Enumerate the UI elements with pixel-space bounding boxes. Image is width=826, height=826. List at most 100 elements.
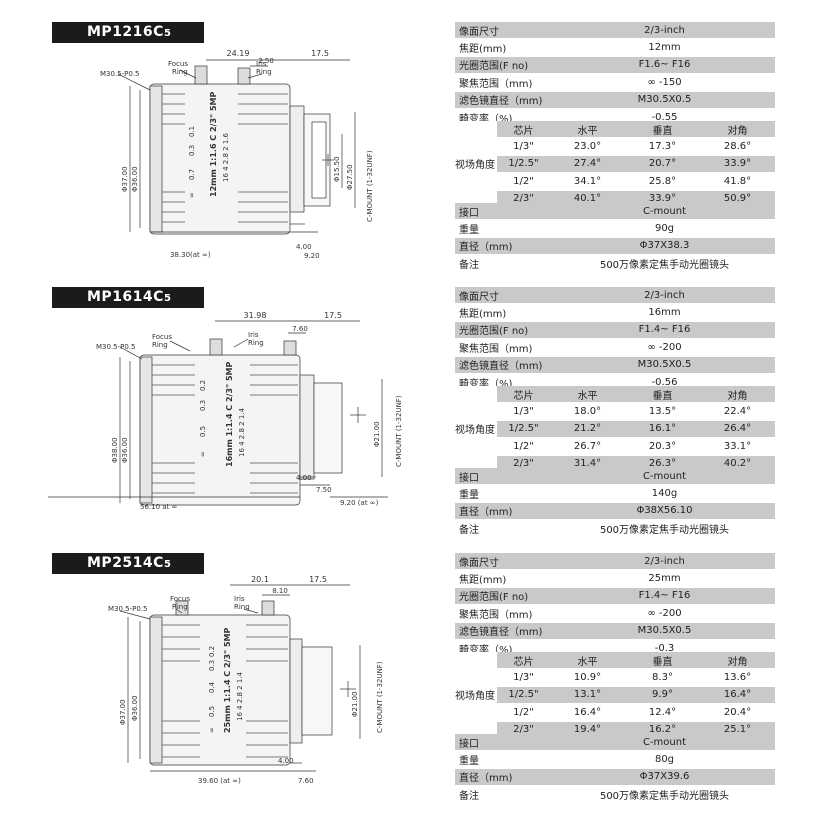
iris-ring-label-2: Ring bbox=[234, 603, 250, 611]
dim-top2: 8.10 bbox=[272, 587, 288, 595]
model-title: MP1216C5 bbox=[52, 22, 204, 43]
ring-mark-5: ∞ bbox=[208, 727, 216, 733]
dia-outer: Φ38.00 bbox=[111, 437, 119, 463]
spec-value: 500万像素定焦手动光圈镜头 bbox=[554, 254, 775, 273]
spec-key: 滤色镜直径（mm) bbox=[455, 91, 554, 109]
fov-h: 21.2° bbox=[550, 420, 625, 439]
spec-value: Φ38X56.10 bbox=[554, 502, 775, 521]
spec-key: 焦距(mm) bbox=[455, 38, 554, 57]
dia-flange: Φ15.50 bbox=[333, 156, 341, 182]
spec-value: 90g bbox=[554, 219, 775, 238]
fov-h: 27.4° bbox=[550, 155, 625, 174]
iris-ring-label-2: Ring bbox=[256, 68, 272, 76]
lens-section-2: MP1614C5 bbox=[0, 287, 826, 538]
dim-length: 38.30(at ∞) bbox=[170, 251, 211, 259]
fov-d: 28.6° bbox=[700, 137, 775, 156]
barrel-text-1: 12mm 1:1.6 C 2/3" 5MP bbox=[209, 91, 218, 197]
spec-key: 备注 bbox=[455, 254, 554, 273]
spec-key: 滤色镜直径（mm) bbox=[455, 356, 554, 374]
dim-top3: 17.5 bbox=[309, 575, 327, 584]
fov-label: 视场角度 bbox=[455, 386, 497, 473]
fov-h: 18.0° bbox=[550, 402, 625, 421]
fov-chip: 1/3" bbox=[497, 402, 550, 421]
fov-d: 33.1° bbox=[700, 437, 775, 456]
fov-h: 10.9° bbox=[550, 668, 625, 687]
spec-value: F1.4~ F16 bbox=[554, 587, 775, 606]
spec-value: 500万像素定焦手动光圈镜头 bbox=[554, 519, 775, 538]
spec-key: 接口 bbox=[455, 734, 554, 752]
focus-ring-label-2: Ring bbox=[152, 341, 168, 349]
focus-ring-label-1: Focus bbox=[152, 333, 172, 341]
fov-h: 26.7° bbox=[550, 437, 625, 456]
fov-head-v: 垂直 bbox=[625, 386, 700, 404]
barrel-text-2: 16 4 2.8 2 1.4 bbox=[238, 407, 246, 457]
dim-b2: 7.60 bbox=[298, 777, 314, 785]
iris-ring-label-1: Iris bbox=[234, 595, 245, 603]
spec-value: 80g bbox=[554, 750, 775, 769]
lens-section-1: MP1216C5 bbox=[0, 22, 826, 273]
iris-ring-label-1: Iris bbox=[248, 331, 259, 339]
spec-key: 聚焦范围（mm) bbox=[455, 73, 554, 92]
barrel-text-1: 25mm 1:1.4 C 2/3" 5MP bbox=[223, 627, 232, 733]
fov-v: 8.3° bbox=[625, 668, 700, 687]
spec-key: 直径（mm) bbox=[455, 237, 554, 256]
dim-top2: 7.60 bbox=[292, 325, 308, 333]
dim-length: 56.10 at ∞ bbox=[140, 503, 177, 511]
spec-key: 像面尺寸 bbox=[455, 287, 554, 305]
dim-top2: 2.50 bbox=[258, 57, 274, 65]
spec-value: 500万像素定焦手动光圈镜头 bbox=[554, 785, 775, 804]
spec-value: C-mount bbox=[554, 468, 775, 486]
fov-chip: 1/2.5" bbox=[497, 420, 550, 439]
iris-ring-label-2: Ring bbox=[248, 339, 264, 347]
fov-head-h: 水平 bbox=[550, 652, 625, 670]
dia-mount: Φ27.50 bbox=[346, 164, 354, 190]
spec-key: 焦距(mm) bbox=[455, 303, 554, 322]
fov-chip: 1/2" bbox=[497, 437, 550, 456]
ring-mark-1: 0.1 bbox=[188, 126, 196, 137]
fov-chip: 1/2" bbox=[497, 172, 550, 191]
spec-value: Φ37X39.6 bbox=[554, 768, 775, 787]
dia-outer: Φ37.00 bbox=[121, 166, 129, 192]
ring-mark-4: ∞ bbox=[188, 192, 196, 198]
ring-mark-4: 0.5 bbox=[208, 706, 216, 717]
thread-label: M30.5-P0.5 bbox=[96, 343, 136, 351]
fov-v: 12.4° bbox=[625, 703, 700, 722]
spec-value: 140g bbox=[554, 484, 775, 503]
fov-v: 25.8° bbox=[625, 172, 700, 191]
dim-top1: 31.98 bbox=[244, 311, 267, 320]
fov-d: 22.4° bbox=[700, 402, 775, 421]
fov-v: 9.9° bbox=[625, 686, 700, 705]
dim-b2: 7.50 bbox=[316, 486, 332, 494]
dim-top3: 17.5 bbox=[311, 49, 329, 58]
spec-value: ∞ -150 bbox=[554, 73, 775, 92]
fov-head-chip: 芯片 bbox=[497, 652, 550, 670]
barrel-text-1: 16mm 1:1.4 C 2/3" 5MP bbox=[225, 361, 234, 467]
fov-chip: 1/3" bbox=[497, 137, 550, 156]
dia-mount: Φ21.00 bbox=[373, 421, 381, 447]
fov-head-d: 对角 bbox=[700, 652, 775, 670]
spec-value: M30.5X0.5 bbox=[554, 622, 775, 640]
spec-key: 聚焦范围（mm) bbox=[455, 604, 554, 623]
fov-head-v: 垂直 bbox=[625, 652, 700, 670]
dia-inner: Φ36.00 bbox=[121, 437, 129, 463]
thread-label: M30.5-P0.5 bbox=[108, 605, 148, 613]
fov-d: 26.4° bbox=[700, 420, 775, 439]
fov-d: 16.4° bbox=[700, 686, 775, 705]
dia-outer: Φ37.00 bbox=[119, 699, 127, 725]
mount-label: C-MOUNT (1-32UNF) bbox=[366, 150, 374, 222]
spec-key: 直径（mm) bbox=[455, 768, 554, 787]
spec-value: F1.4~ F16 bbox=[554, 321, 775, 340]
iris-ring-label-1: Iris bbox=[256, 60, 267, 68]
fov-head-d: 对角 bbox=[700, 386, 775, 404]
spec-key: 光圈范围(F no) bbox=[455, 321, 554, 340]
fov-head-d: 对角 bbox=[700, 121, 775, 139]
fov-v: 20.3° bbox=[625, 437, 700, 456]
dim-top3: 17.5 bbox=[324, 311, 342, 320]
fov-h: 34.1° bbox=[550, 172, 625, 191]
spec-key: 聚焦范围（mm) bbox=[455, 338, 554, 357]
dia-mount: Φ21.00 bbox=[351, 691, 359, 717]
focus-ring-label-1: Focus bbox=[168, 60, 188, 68]
